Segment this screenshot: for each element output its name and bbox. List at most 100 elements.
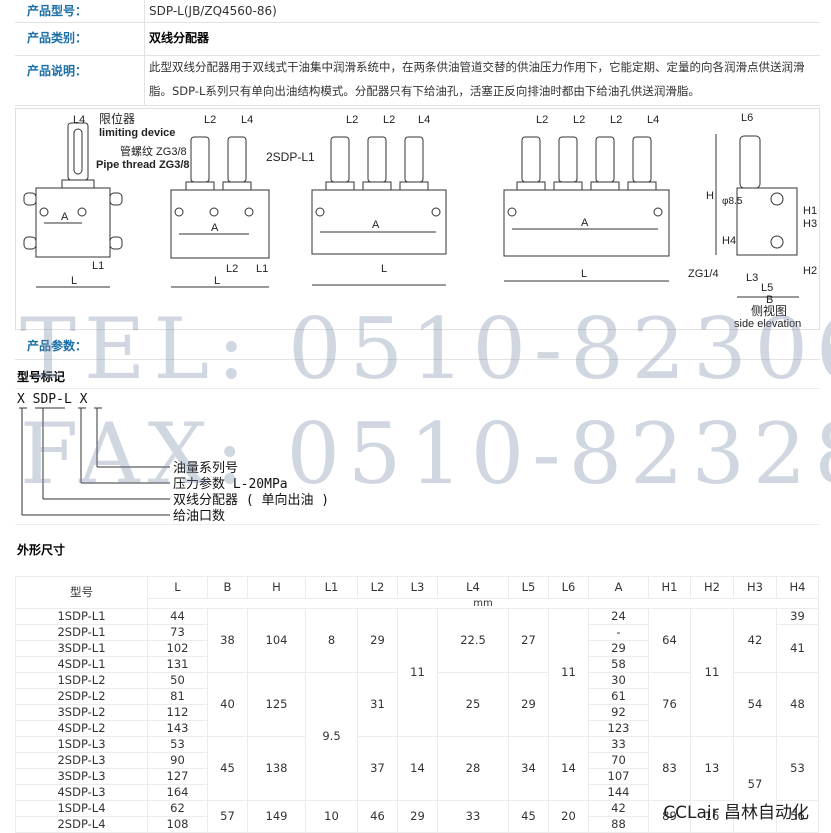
header-b: B [207,576,248,599]
value-cell: 13 [690,736,734,801]
value-cell: - [588,624,649,641]
model-cell: 1SDP-L2 [15,672,148,689]
value-cell: 45 [508,800,549,833]
model-code-title: 型号标记 [17,370,66,384]
thread-en: Pipe thread ZG3/8 [96,159,190,171]
value-cell: 144 [588,784,649,801]
value-cell: 61 [588,688,649,705]
value-cell: 34 [508,736,549,801]
model-label: 产品型号： [15,0,145,22]
code-item-outlets: 给油口数 [173,509,225,524]
value-cell: 108 [147,816,208,833]
value-cell: 39 [776,608,819,625]
dim-label: L4 [647,114,659,126]
model-cell: 2SDP-L1 [15,624,148,641]
value-cell: 29 [588,640,649,657]
model-code-formula: X SDP-L X [17,392,88,407]
dim-label: A [581,217,589,229]
header-l4: L4 [437,576,509,599]
distributor-2-outlet [170,136,270,288]
value-cell: 41 [776,624,819,673]
value-cell: 89 [648,800,691,833]
model-cell: 3SDP-L1 [15,640,148,657]
header-l6: L6 [548,576,589,599]
value-cell: 54 [733,672,777,737]
value-cell: 14 [397,736,438,801]
model-cell: 1SDP-L3 [15,736,148,753]
value-cell: 16 [690,800,734,833]
value-cell: 9.5 [305,672,358,801]
value-cell: 27 [508,608,549,673]
distributor-3-outlet [311,136,447,286]
description-value: 此型双线分配器用于双线式干油集中润滑系统中，在两条供油管道交替的供油压力作用下，… [149,60,805,98]
header-l3: L3 [397,576,438,599]
dim-label: L4 [418,114,430,126]
value-cell: 58 [588,656,649,673]
dim-label: L2 [573,114,585,126]
value-cell: 53 [147,736,208,753]
value-cell: 44 [147,608,208,625]
value-cell: 57 [207,800,248,833]
zg14-label: ZG1/4 [688,268,719,280]
dim-label: L2 [346,114,358,126]
value-cell: 112 [147,704,208,721]
unit-row: mm [16,598,819,609]
dim-label: A [211,222,219,234]
header-l1: L1 [305,576,358,599]
value-cell: 76 [648,672,691,737]
value-cell: 11 [690,608,734,737]
header-h1: H1 [648,576,691,599]
value-cell: 73 [147,624,208,641]
dim-label: L1 [256,263,268,275]
distributor-1-outlet [23,122,123,288]
dim-label: L2 [610,114,622,126]
value-cell: 83 [648,736,691,801]
dim-label: L [71,275,77,287]
value-cell: 107 [588,768,649,785]
dim-label: H3 [803,218,817,230]
value-cell: 29 [397,800,438,833]
value-cell: 131 [147,656,208,673]
dim-label: A [372,219,380,231]
header-model: 型号 [15,576,148,609]
value-cell: 33 [437,800,509,833]
code-item-oil-series: 油量系列号 [173,461,238,476]
value-cell: 38 [207,608,248,673]
brand-logo: CCLair 昌林自动化 [663,803,809,823]
description-label: 产品说明： [15,55,145,105]
value-cell: 11 [548,608,589,737]
value-cell: 57 [733,736,777,833]
value-cell: 28 [437,736,509,801]
dim-label: L1 [92,260,104,272]
dim-label: B [766,294,773,306]
side-elevation-view [715,134,799,298]
header-l2: L2 [357,576,398,599]
value-cell: 53 [776,736,819,801]
thread-cn: 管螺纹 ZG3/8 [120,144,187,158]
dim-label: H1 [803,205,817,217]
model-cell: 4SDP-L3 [15,784,148,801]
unit-label: mm [147,598,819,609]
phi-label: φ8.5 [722,196,743,207]
model-callout: 2SDP-L1 [266,150,315,164]
value-cell: 123 [588,720,649,737]
value-cell: 138 [247,736,306,801]
dim-label: L2 [204,114,216,126]
code-item-pressure: 压力参数 L-20MPa [173,476,288,492]
dim-label: H [706,190,714,202]
dim-label: L [581,268,587,280]
side-view-cn: 侧视图 [751,303,787,318]
model-cell: 4SDP-L1 [15,656,148,673]
model-cell: 1SDP-L4 [15,800,148,817]
dim-label: L [381,263,387,275]
model-code-diagram: X SDP-L X 油量系列号 压力参数 L-20MPa 双线分配器 ( 单向出… [15,388,820,525]
dim-label: L2 [226,263,238,275]
value-cell: 42 [588,800,649,817]
limit-device-en: limiting device [99,127,175,139]
dim-label: H4 [722,235,736,247]
value-cell: 46 [357,800,398,833]
